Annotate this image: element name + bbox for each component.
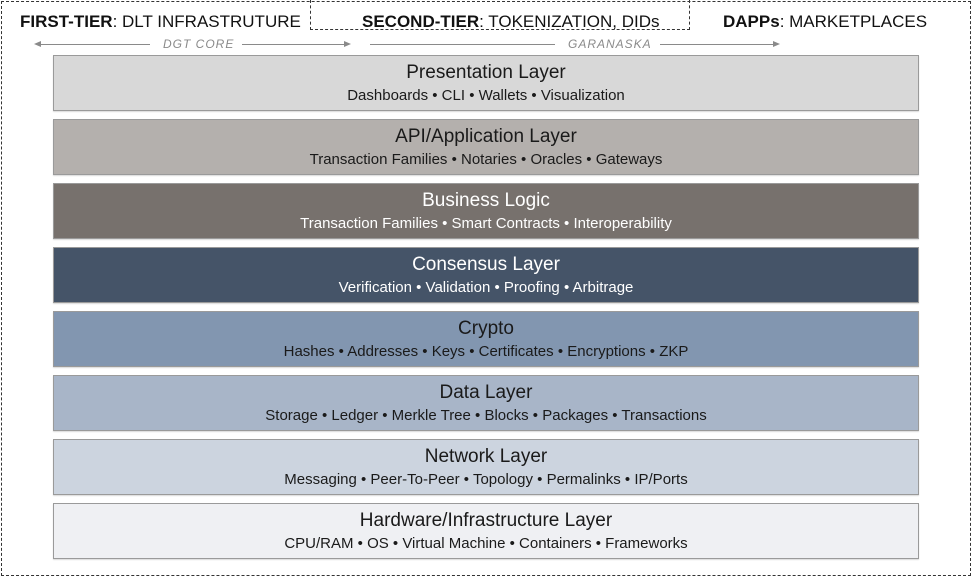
layer-title: Network Layer xyxy=(424,446,548,467)
second-tier-label: SECOND-TIER xyxy=(362,12,480,31)
layer-items: Transaction Families • Notaries • Oracle… xyxy=(309,151,663,168)
layer-title: Consensus Layer xyxy=(412,254,560,275)
second-tier-box xyxy=(310,0,690,30)
api-application-layer: API/Application Layer Transaction Famili… xyxy=(53,119,919,175)
layer-items: Verification • Validation • Proofing • A… xyxy=(338,279,634,296)
dgt-core-arrow-left xyxy=(34,41,150,47)
network-layer: Network Layer Messaging • Peer-To-Peer •… xyxy=(53,439,919,495)
layer-items: CPU/RAM • OS • Virtual Machine • Contain… xyxy=(284,535,688,552)
consensus-layer: Consensus Layer Verification • Validatio… xyxy=(53,247,919,303)
first-tier-heading: FIRST-TIER: DLT INFRASTRUTURE xyxy=(20,12,301,32)
dgt-core-arrow-right xyxy=(242,41,351,47)
garanaska-arrow-right xyxy=(660,41,780,47)
layer-items: Transaction Families • Smart Contracts •… xyxy=(300,215,672,232)
garanaska-arrow-left xyxy=(370,44,555,45)
first-tier-text: : DLT INFRASTRUTURE xyxy=(112,12,301,31)
dgt-core-label: DGT CORE xyxy=(163,37,235,51)
layer-items: Messaging • Peer-To-Peer • Topology • Pe… xyxy=(284,471,688,488)
layer-title: Presentation Layer xyxy=(406,62,566,83)
layer-title: Hardware/Infrastructure Layer xyxy=(359,510,613,531)
layer-title: Crypto xyxy=(458,318,514,339)
layer-items: Storage • Ledger • Merkle Tree • Blocks … xyxy=(265,407,707,424)
first-tier-label: FIRST-TIER xyxy=(20,12,113,31)
business-logic-layer: Business Logic Transaction Families • Sm… xyxy=(53,183,919,239)
layer-title: Business Logic xyxy=(422,190,550,211)
garanaska-label: GARANASKA xyxy=(568,37,652,51)
crypto-layer: Crypto Hashes • Addresses • Keys • Certi… xyxy=(53,311,919,367)
data-layer: Data Layer Storage • Ledger • Merkle Tre… xyxy=(53,375,919,431)
second-tier-heading: SECOND-TIER: TOKENIZATION, DIDs xyxy=(362,12,660,32)
layer-items: Hashes • Addresses • Keys • Certificates… xyxy=(283,343,689,360)
hardware-infrastructure-layer: Hardware/Infrastructure Layer CPU/RAM • … xyxy=(53,503,919,559)
second-tier-text: : TOKENIZATION, DIDs xyxy=(479,12,660,31)
layer-items: Dashboards • CLI • Wallets • Visualizati… xyxy=(347,87,625,104)
layer-title: Data Layer xyxy=(439,382,533,403)
dapps-tier-text: : MARKETPLACES xyxy=(779,12,928,31)
dapps-tier-label: DAPPs xyxy=(723,12,780,31)
presentation-layer: Presentation Layer Dashboards • CLI • Wa… xyxy=(53,55,919,111)
dapps-tier-heading: DAPPs: MARKETPLACES xyxy=(723,12,927,32)
layer-title: API/Application Layer xyxy=(395,126,577,147)
